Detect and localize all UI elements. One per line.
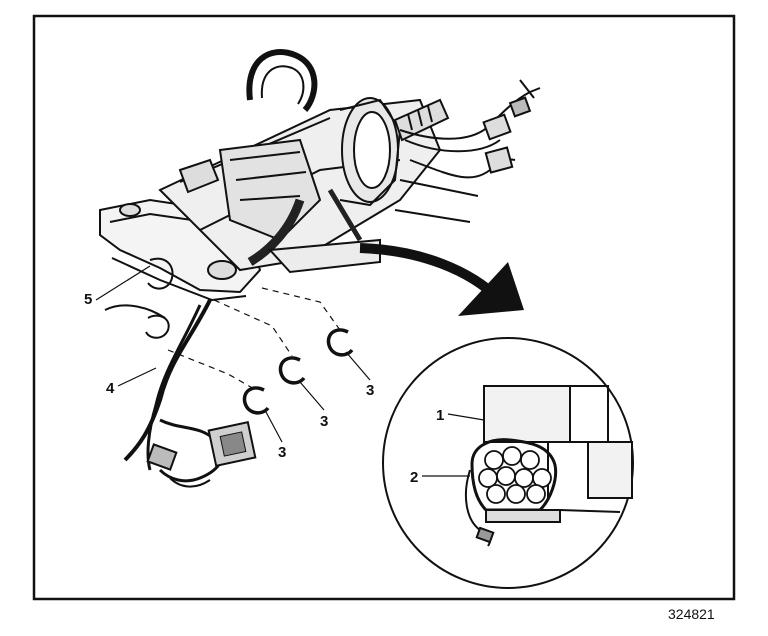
callout-3-lower: 3 xyxy=(278,444,286,461)
detail-arrow xyxy=(359,243,524,316)
leader-lines xyxy=(95,265,485,477)
wire-strands xyxy=(478,446,552,504)
callout-5: 5 xyxy=(84,291,92,308)
detail-inset xyxy=(382,337,634,589)
alignment-lines xyxy=(167,287,341,391)
c-clip-2 xyxy=(278,356,306,385)
callout-2: 2 xyxy=(410,469,418,486)
upper-wiring-harness xyxy=(399,79,541,179)
c-clip-1 xyxy=(326,328,354,357)
callout-3-upper: 3 xyxy=(366,382,374,399)
wiring-clip-5 xyxy=(104,257,174,339)
callout-3-middle: 3 xyxy=(320,413,328,430)
c-clip-3 xyxy=(242,386,270,415)
steering-column xyxy=(99,49,479,302)
lower-wiring-harness xyxy=(123,299,257,488)
callout-1: 1 xyxy=(436,407,444,424)
callout-4: 4 xyxy=(106,380,115,397)
figure-number: 324821 xyxy=(668,606,715,622)
